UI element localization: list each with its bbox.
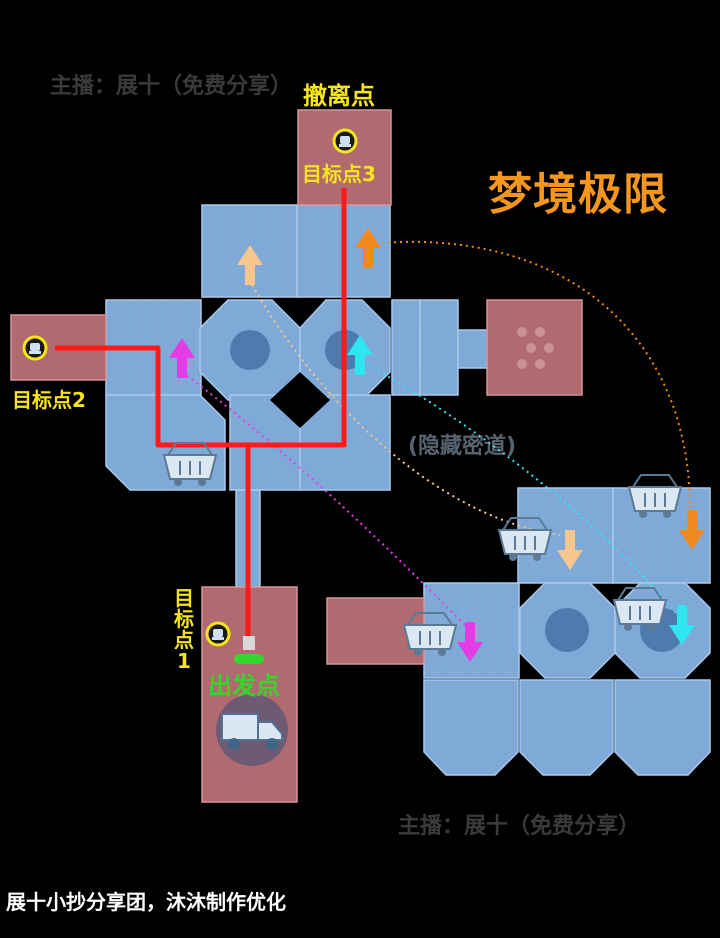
room-e-lower-3 [614,679,711,776]
dotted-link-cyan [361,361,683,621]
target-marker-icon [22,335,48,361]
dotted-link-magenta [181,371,471,631]
room-east-small [419,299,459,396]
label-target1: 目标点1 [174,586,194,673]
watermark-bottom: 主播：展十（免费分享） [398,814,641,839]
label-start: 出发点 [208,672,280,700]
label-target2: 目标点2 [12,388,86,412]
dotted-link-orange [381,240,691,511]
player-icon [243,636,255,650]
arrow-up-icon [355,228,381,268]
dotted-link-peach [251,284,561,536]
map-title: 梦境极限 [488,169,668,220]
arrow-down-icon [669,605,695,645]
footer-credit: 展十小抄分享团，沐沐制作优化 [6,890,286,914]
truck-icon [216,694,288,766]
arrow-down-icon [457,622,483,662]
arrow-down-icon [679,510,705,550]
mine-cart-icon [628,474,682,519]
route-path [55,188,347,640]
corridor-east [391,299,421,396]
room-e-lower-2 [519,679,614,776]
label-target3: 目标点3 [302,162,376,186]
start-marker [234,654,264,664]
arrow-up-icon [347,335,373,375]
arrow-down-icon [557,530,583,570]
label-extraction: 撤离点 [303,82,375,110]
target-marker-icon [332,128,358,154]
arrows [169,228,705,662]
arrow-up-icon [169,338,195,378]
arrow-up-icon [237,245,263,285]
dotted-links [181,240,691,631]
target-marker-icon [205,621,231,647]
label-hidden-passage: (隐藏密道) [408,434,517,459]
watermark-top: 主播：展十（免费分享） [50,74,293,99]
room-e-lower-1 [423,679,519,776]
